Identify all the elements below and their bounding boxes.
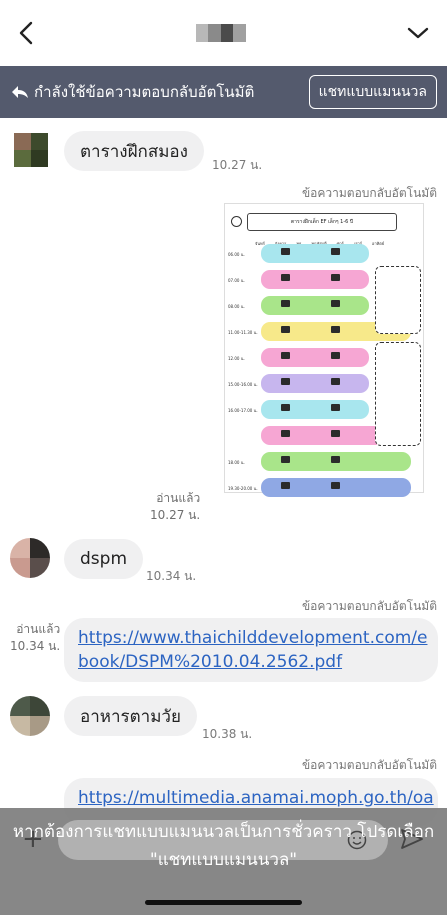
activity-icon <box>281 300 290 307</box>
day-label: จันทร์ <box>255 241 265 246</box>
activity-icon <box>281 404 290 411</box>
note-box <box>375 266 421 334</box>
auto-reply-banner: กำลังใช้ข้อความตอบกลับอัตโนมัติ แชทแบบแม… <box>0 66 447 118</box>
schedule-time-label: 15.00-16.00 น. <box>228 382 258 387</box>
activity-icon <box>331 352 340 359</box>
schedule-row <box>261 400 369 419</box>
schedule-time-label: 16.00-17.00 น. <box>228 408 258 413</box>
activity-icon <box>281 352 290 359</box>
incoming-message[interactable]: ตารางฝึกสมอง <box>64 131 204 171</box>
schedule-image[interactable]: ตารางฝึกเด็ก EF เล็กๆ 1-6 ปี จันทร์ อังค… <box>224 203 424 497</box>
read-receipt: อ่านแล้ว 10.34 น. <box>10 621 60 655</box>
hint-line: "แชทแบบแมนนวล" <box>149 850 298 870</box>
read-label: อ่านแล้ว <box>16 622 61 636</box>
plus-icon[interactable]: + <box>22 824 44 854</box>
message-input[interactable] <box>58 820 388 860</box>
avatar[interactable] <box>14 133 48 167</box>
schedule-time-label: 12.00 น. <box>228 356 245 361</box>
auto-reply-label: ข้อความตอบกลับอัตโนมัติ <box>301 758 437 772</box>
activity-icon <box>281 378 290 385</box>
chat-header <box>0 0 447 66</box>
note-box <box>375 342 421 446</box>
activity-icon <box>331 482 340 489</box>
activity-icon <box>281 430 290 437</box>
activity-icon <box>281 482 290 489</box>
schedule-row <box>261 270 369 289</box>
link-line[interactable]: https://www.thaichilddevelopment.com/e <box>78 628 428 648</box>
activity-icon <box>331 430 340 437</box>
schedule-row <box>261 244 369 263</box>
activity-icon <box>331 274 340 281</box>
home-indicator[interactable] <box>145 900 302 905</box>
schedule-time-label: 19.30-20.00 น. <box>228 486 258 491</box>
avatar[interactable] <box>10 696 50 736</box>
emoji-icon[interactable] <box>347 830 367 850</box>
activity-icon <box>331 248 340 255</box>
avatar[interactable] <box>10 538 50 578</box>
activity-icon <box>331 378 340 385</box>
read-receipt: อ่านแล้ว 10.27 น. <box>150 490 200 524</box>
hint-line: หากต้องการแชทแบบแมนนวลเป็นการชั่วคราว โป… <box>12 822 435 842</box>
schedule-row <box>261 374 369 393</box>
auto-reply-label: ข้อความตอบกลับอัตโนมัติ <box>301 186 437 200</box>
send-icon[interactable] <box>400 828 424 850</box>
message-time: 10.27 น. <box>212 158 263 172</box>
link-line[interactable]: book/DSPM%2010.04.2562.pdf <box>78 652 343 672</box>
schedule-title: ตารางฝึกเด็ก EF เล็กๆ 1-6 ปี <box>247 213 397 231</box>
read-label: อ่านแล้ว <box>156 491 201 505</box>
schedule-days: จันทร์ อังคาร พุธ พฤหัสบดี ศุกร์ เสาร์ อ… <box>255 240 384 247</box>
message-time: 10.38 น. <box>202 727 253 741</box>
incoming-message[interactable]: อาหารตามวัย <box>64 696 197 736</box>
activity-icon <box>281 456 290 463</box>
contact-name-pixelated <box>195 24 246 42</box>
link-message[interactable]: https://www.thaichilddevelopment.com/e b… <box>64 618 438 682</box>
back-button[interactable] <box>18 21 34 45</box>
schedule-time-label: 07.00 น. <box>228 278 245 283</box>
reply-icon <box>12 86 28 98</box>
activity-icon <box>281 274 290 281</box>
schedule-row <box>261 296 369 315</box>
day-label: พฤหัสบดี <box>311 240 326 247</box>
activity-icon <box>331 300 340 307</box>
schedule-time-label: 18.00 น. <box>228 460 245 465</box>
activity-icon <box>331 326 340 333</box>
incoming-message[interactable]: dspm <box>64 539 143 579</box>
schedule-time-label: 11.00-11.30 น. <box>228 330 258 335</box>
clock-icon <box>231 216 242 227</box>
activity-icon <box>331 456 340 463</box>
chevron-left-icon <box>19 21 33 45</box>
message-time: 10.34 น. <box>10 639 61 653</box>
manual-chat-button[interactable]: แชทแบบแมนนวล <box>308 75 437 109</box>
schedule-time-label: 08.00 น. <box>228 304 245 309</box>
menu-button[interactable] <box>407 26 429 40</box>
activity-icon <box>331 404 340 411</box>
activity-icon <box>281 248 290 255</box>
message-time: 10.27 น. <box>150 508 201 522</box>
day-label: ศุกร์ <box>337 240 344 247</box>
day-label: อังคาร <box>275 240 286 247</box>
message-composer: + <box>0 808 447 868</box>
activity-icon <box>281 326 290 333</box>
chevron-down-icon <box>407 27 429 39</box>
day-label: เสาร์ <box>354 240 362 247</box>
manual-chat-hint-text: หากต้องการแชทแบบแมนนวลเป็นการชั่วคราว โป… <box>0 818 447 874</box>
auto-reply-label: ข้อความตอบกลับอัตโนมัติ <box>301 599 437 613</box>
auto-reply-status-text: กำลังใช้ข้อความตอบกลับอัตโนมัติ <box>34 83 255 101</box>
message-list[interactable]: ตารางฝึกสมอง 10.27 น. ข้อความตอบกลับอัตโ… <box>0 118 447 826</box>
message-time: 10.34 น. <box>146 569 197 583</box>
day-label: อาทิตย์ <box>371 241 385 246</box>
day-label: พุธ <box>296 240 301 247</box>
manual-chat-hint-overlay: + หากต้องการแชทแบบแมนนวลเป็นการชั่วคราว … <box>0 808 447 915</box>
link-line[interactable]: https://multimedia.anamai.moph.go.th/oa <box>78 788 434 808</box>
schedule-time-label: 06.00 น. <box>228 252 245 257</box>
schedule-row <box>261 348 369 367</box>
